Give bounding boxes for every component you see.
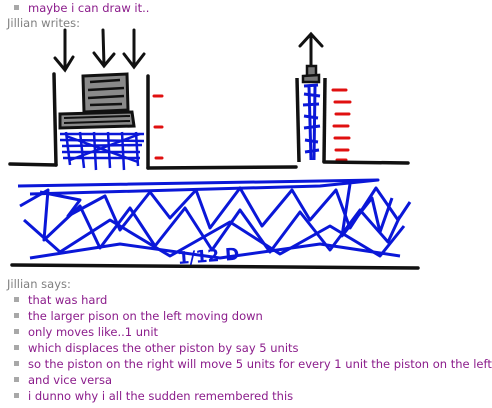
bullet-icon xyxy=(14,377,19,382)
drawing-annotation: 1/12 D xyxy=(177,245,240,269)
up-arrow-icon xyxy=(298,31,324,70)
message-text: which displaces the other piston by say … xyxy=(28,341,299,355)
message-text: and vice versa xyxy=(28,373,112,387)
left-level-marks xyxy=(152,94,164,160)
bullet-icon xyxy=(14,393,19,398)
list-item: that was hard xyxy=(14,292,107,308)
left-cylinder xyxy=(52,72,150,170)
right-piston xyxy=(295,64,327,163)
message-text: maybe i can draw it.. xyxy=(28,1,150,15)
bullet-icon xyxy=(14,361,19,366)
bullet-icon xyxy=(14,5,19,10)
sender-label: Jillian writes: xyxy=(7,16,80,30)
right-level-marks xyxy=(331,88,352,162)
message-text: the larger pison on the left moving down xyxy=(28,309,263,323)
message-text: so the piston on the right will move 5 u… xyxy=(28,357,492,371)
list-item: i dunno why i all the sudden remembered … xyxy=(14,388,293,404)
bullet-icon xyxy=(14,297,19,302)
list-item: only moves like..1 unit xyxy=(14,324,158,340)
list-item: so the piston on the right will move 5 u… xyxy=(14,356,492,372)
message-text: that was hard xyxy=(28,293,108,307)
hydraulic-drawing: 1/12 D xyxy=(8,28,420,270)
bullet-icon xyxy=(14,329,19,334)
message-text: i dunno why i all the sudden remembered … xyxy=(28,389,294,403)
list-item: which displaces the other piston by say … xyxy=(14,340,299,356)
sender-label: Jillian says: xyxy=(7,277,71,291)
message-text: only moves like..1 unit xyxy=(28,325,159,339)
base-tank xyxy=(8,160,420,270)
list-item: maybe i can draw it.. xyxy=(14,0,149,16)
base-fluid xyxy=(17,178,412,260)
bullet-icon xyxy=(14,313,19,318)
list-item: and vice versa xyxy=(14,372,112,388)
down-arrows-icon xyxy=(53,28,146,73)
bullet-icon xyxy=(14,345,19,350)
left-fluid xyxy=(59,131,145,171)
list-item: the larger pison on the left moving down xyxy=(14,308,263,324)
left-piston-weight xyxy=(58,72,136,130)
